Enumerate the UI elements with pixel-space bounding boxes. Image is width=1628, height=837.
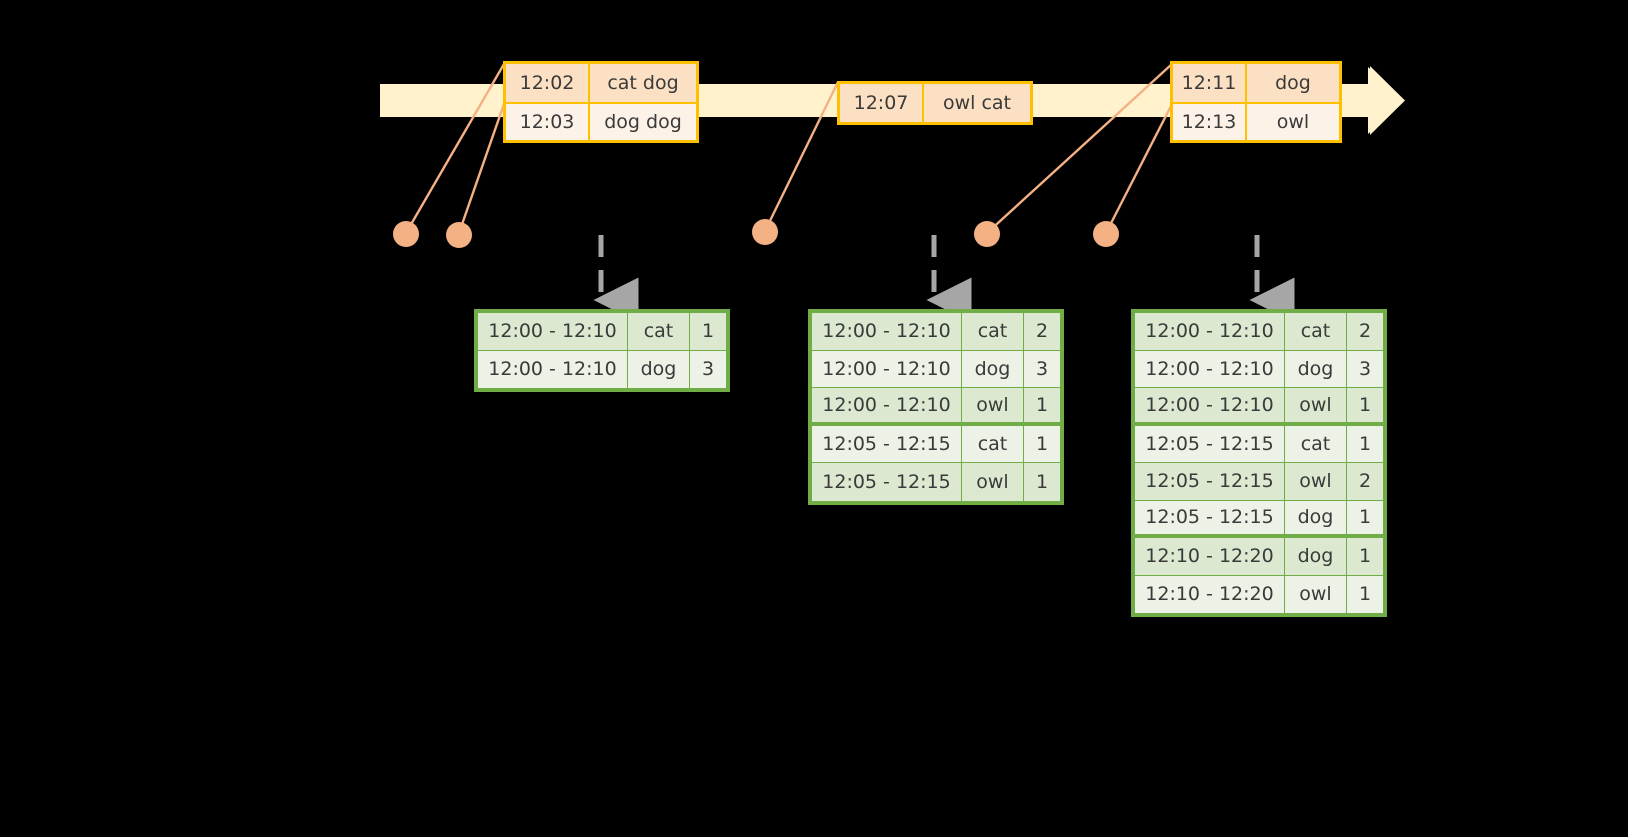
table-row: 12:00 - 12:10 dog 3: [812, 350, 1060, 388]
word-cell: owl: [962, 463, 1024, 501]
word-cell: owl: [1285, 463, 1347, 500]
event-words: dog dog: [604, 111, 682, 133]
count-cell: 1: [1347, 538, 1383, 575]
event-time: 12:11: [1173, 64, 1247, 102]
event-words: owl: [1276, 111, 1310, 133]
event-group-2: 12:07 owl cat: [837, 81, 1033, 125]
event-group-3: 12:11 dog 12:13 owl: [1170, 61, 1342, 143]
count-cell: 1: [690, 313, 726, 350]
event-time: 12:03: [506, 104, 590, 140]
table-row: 12:00 - 12:10 cat 1: [478, 313, 726, 351]
table-row: 12:10 - 12:20 owl 1: [1135, 575, 1383, 613]
table-row: 12:05 - 12:15 owl 1: [812, 463, 1060, 501]
window-cell: 12:00 - 12:10: [812, 313, 962, 350]
event-dot-12-03: [446, 222, 472, 248]
count-cell: 1: [1347, 388, 1383, 422]
result-table-1: 12:00 - 12:10 cat 1 12:00 - 12:10 dog 3: [474, 309, 730, 392]
window-cell: 12:00 - 12:10: [1135, 388, 1285, 422]
count-cell: 3: [690, 350, 726, 388]
word-cell: dog: [628, 350, 690, 388]
result-table-2: 12:00 - 12:10 cat 2 12:00 - 12:10 dog 3 …: [808, 309, 1064, 505]
word-cell: owl: [1285, 575, 1347, 613]
window-cell: 12:00 - 12:10: [812, 388, 962, 422]
count-cell: 2: [1347, 313, 1383, 350]
result-table-3: 12:00 - 12:10 cat 2 12:00 - 12:10 dog 3 …: [1131, 309, 1387, 617]
window-cell: 12:10 - 12:20: [1135, 538, 1285, 575]
event-dot-12-02: [393, 221, 419, 247]
count-cell: 1: [1347, 425, 1383, 462]
count-cell: 1: [1024, 388, 1060, 422]
table-row: 12:10 - 12:20 dog 1: [1135, 538, 1383, 576]
event-dot-12-07: [752, 219, 778, 245]
count-cell: 2: [1024, 313, 1060, 350]
window-cell: 12:05 - 12:15: [1135, 500, 1285, 534]
word-cell: dog: [1285, 500, 1347, 534]
event-row: 12:07 owl cat: [840, 84, 1030, 122]
event-time: 12:02: [506, 64, 590, 102]
word-cell: cat: [1285, 313, 1347, 350]
count-cell: 1: [1024, 425, 1060, 462]
window-cell: 12:10 - 12:20: [1135, 575, 1285, 613]
count-cell: 1: [1024, 463, 1060, 501]
window-cell: 12:05 - 12:15: [1135, 463, 1285, 500]
table-row: 12:00 - 12:10 dog 3: [478, 350, 726, 388]
event-words: dog: [1275, 72, 1311, 94]
count-cell: 1: [1347, 575, 1383, 613]
table-row: 12:00 - 12:10 cat 2: [812, 313, 1060, 351]
count-cell: 3: [1024, 350, 1060, 387]
word-cell: owl: [1285, 388, 1347, 422]
table-row: 12:05 - 12:15 dog 1: [1135, 500, 1383, 538]
window-cell: 12:05 - 12:15: [812, 463, 962, 501]
word-cell: dog: [1285, 538, 1347, 575]
event-dots: [393, 219, 1119, 248]
word-cell: cat: [962, 313, 1024, 350]
count-cell: 3: [1347, 350, 1383, 387]
table-row: 12:00 - 12:10 owl 1: [812, 388, 1060, 426]
emit-arrows: [593, 235, 1295, 323]
event-words: owl cat: [942, 92, 1012, 114]
word-cell: dog: [962, 350, 1024, 387]
word-cell: owl: [962, 388, 1024, 422]
event-time: 12:07: [840, 84, 924, 122]
event-row: 12:11 dog: [1173, 64, 1339, 102]
window-cell: 12:05 - 12:15: [1135, 425, 1285, 462]
window-cell: 12:05 - 12:15: [812, 425, 962, 462]
word-cell: dog: [1285, 350, 1347, 387]
window-cell: 12:00 - 12:10: [478, 350, 628, 388]
event-row: 12:13 owl: [1173, 102, 1339, 140]
table-row: 12:00 - 12:10 cat 2: [1135, 313, 1383, 351]
count-cell: 1: [1347, 500, 1383, 534]
window-cell: 12:00 - 12:10: [812, 350, 962, 387]
window-cell: 12:00 - 12:10: [478, 313, 628, 350]
event-dot-12-13: [1093, 221, 1119, 247]
table-row: 12:05 - 12:15 cat 1: [1135, 425, 1383, 463]
table-row: 12:05 - 12:15 owl 2: [1135, 463, 1383, 501]
event-words: cat dog: [607, 72, 679, 94]
event-row: 12:03 dog dog: [506, 102, 696, 140]
event-time: 12:13: [1173, 104, 1247, 140]
table-row: 12:00 - 12:10 owl 1: [1135, 388, 1383, 426]
window-cell: 12:00 - 12:10: [1135, 313, 1285, 350]
event-row: 12:02 cat dog: [506, 64, 696, 102]
event-group-1: 12:02 cat dog 12:03 dog dog: [503, 61, 699, 143]
table-row: 12:05 - 12:15 cat 1: [812, 425, 1060, 463]
word-cell: cat: [1285, 425, 1347, 462]
count-cell: 2: [1347, 463, 1383, 500]
window-cell: 12:00 - 12:10: [1135, 350, 1285, 387]
event-dot-12-11: [974, 221, 1000, 247]
word-cell: cat: [628, 313, 690, 350]
word-cell: cat: [962, 425, 1024, 462]
table-row: 12:00 - 12:10 dog 3: [1135, 350, 1383, 388]
